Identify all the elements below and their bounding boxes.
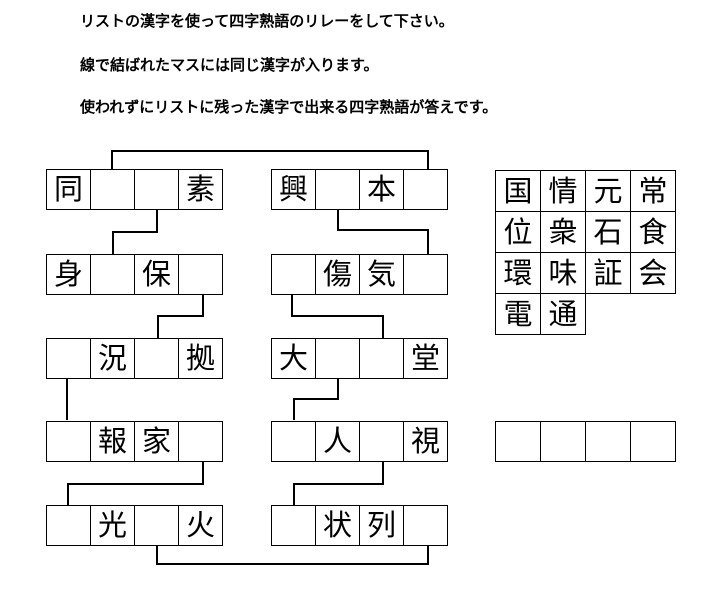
kanji-list-row: 環 味 証 会 [495,252,676,294]
kanji-list-cell: 味 [540,252,586,294]
puzzle-cell[interactable] [315,338,360,379]
kanji-list-cell: 常 [630,170,676,212]
puzzle-cell[interactable]: 報 [90,421,135,462]
right-row-2: 傷 気 [271,254,448,295]
kanji-list-row: 位 衆 石 食 [495,211,676,253]
answer-cell[interactable] [630,421,676,462]
puzzle-cell[interactable] [359,338,404,379]
answer-boxes [495,421,676,462]
left-row-2: 身 保 [46,254,223,295]
connector-right-2-3 [291,295,384,338]
puzzle-cell[interactable]: 家 [134,421,179,462]
kanji-list-cell: 石 [585,211,631,253]
kanji-list-row: 国 情 元 常 [495,170,676,212]
connector-left-2-3 [157,295,204,338]
puzzle-cell[interactable] [134,338,179,379]
puzzle-cell[interactable]: 傷 [315,254,360,295]
puzzle-cell[interactable] [178,254,223,295]
kanji-list-cell: 会 [630,252,676,294]
right-row-5: 状 列 [271,505,448,546]
left-row-1: 同 素 [46,169,223,210]
puzzle-cell[interactable] [403,505,448,546]
puzzle-cell[interactable]: 堂 [403,338,448,379]
puzzle-cell[interactable] [46,421,91,462]
puzzle-cell[interactable]: 光 [90,505,135,546]
instruction-line-3: 使われずにリストに残った漢字で出来る四字熟語が答えです。 [80,98,498,116]
left-row-5: 光 火 [46,505,223,546]
puzzle-cell[interactable] [271,505,316,546]
right-row-4: 人 視 [271,421,448,462]
instruction-line-2: 線で結ばれたマスには同じ漢字が入ります。 [80,56,379,74]
puzzle-cell[interactable] [271,421,316,462]
connector-bottom [156,546,429,565]
puzzle-cell[interactable]: 同 [46,169,91,210]
puzzle-cell[interactable]: 況 [90,338,135,379]
puzzle-cell[interactable]: 本 [359,169,404,210]
kanji-list-cell: 通 [540,293,586,335]
puzzle-cell[interactable]: 状 [315,505,360,546]
puzzle-cell[interactable]: 気 [359,254,404,295]
puzzle-cell[interactable] [90,169,135,210]
puzzle-cell[interactable]: 視 [403,421,448,462]
answer-cell[interactable] [585,421,631,462]
left-row-4: 報 家 [46,421,223,462]
connector-right-3-4 [293,379,339,420]
answer-cell[interactable] [495,421,541,462]
puzzle-cell[interactable] [178,421,223,462]
kanji-list-cell: 情 [540,170,586,212]
puzzle-cell[interactable]: 素 [178,169,223,210]
kanji-list-row: 電 通 [495,293,676,335]
right-row-3: 大 堂 [271,338,448,379]
puzzle-cell[interactable] [271,254,316,295]
puzzle-cell[interactable] [359,421,404,462]
puzzle-cell[interactable]: 身 [46,254,91,295]
connector-left-4-5 [67,462,204,505]
puzzle-cell[interactable]: 火 [178,505,223,546]
puzzle-cell[interactable]: 列 [359,505,404,546]
puzzle-cell[interactable] [46,338,91,379]
kanji-list-cell: 食 [630,211,676,253]
puzzle-cell[interactable] [134,169,179,210]
puzzle-cell[interactable] [403,254,448,295]
kanji-list-cell: 位 [495,211,541,253]
kanji-list-cell: 証 [585,252,631,294]
connector-left-1-2 [112,210,158,254]
kanji-list-cell: 環 [495,252,541,294]
puzzle-cell[interactable]: 人 [315,421,360,462]
right-row-1: 興 本 [271,169,448,210]
instruction-line-1: リストの漢字を使って四字熟語のリレーをして下さい。 [80,12,454,30]
kanji-list-cell: 国 [495,170,541,212]
puzzle-cell[interactable]: 大 [271,338,316,379]
left-row-3: 況 拠 [46,338,223,379]
connector-right-1-2 [337,210,429,254]
puzzle-cell[interactable] [134,505,179,546]
puzzle-cell[interactable]: 拠 [178,338,223,379]
kanji-list-cell: 電 [495,293,541,335]
kanji-list-cell: 元 [585,170,631,212]
answer-cell[interactable] [540,421,586,462]
connector-top [111,150,429,169]
puzzle-cell[interactable]: 保 [134,254,179,295]
puzzle-cell[interactable] [46,505,91,546]
puzzle-cell[interactable]: 興 [271,169,316,210]
kanji-list: 国 情 元 常 位 衆 石 食 環 味 証 会 電 通 [495,170,676,335]
puzzle-cell[interactable] [315,169,360,210]
puzzle-cell[interactable] [403,169,448,210]
connector-right-4-5 [293,462,384,505]
kanji-list-cell: 衆 [540,211,586,253]
puzzle-cell[interactable] [90,254,135,295]
